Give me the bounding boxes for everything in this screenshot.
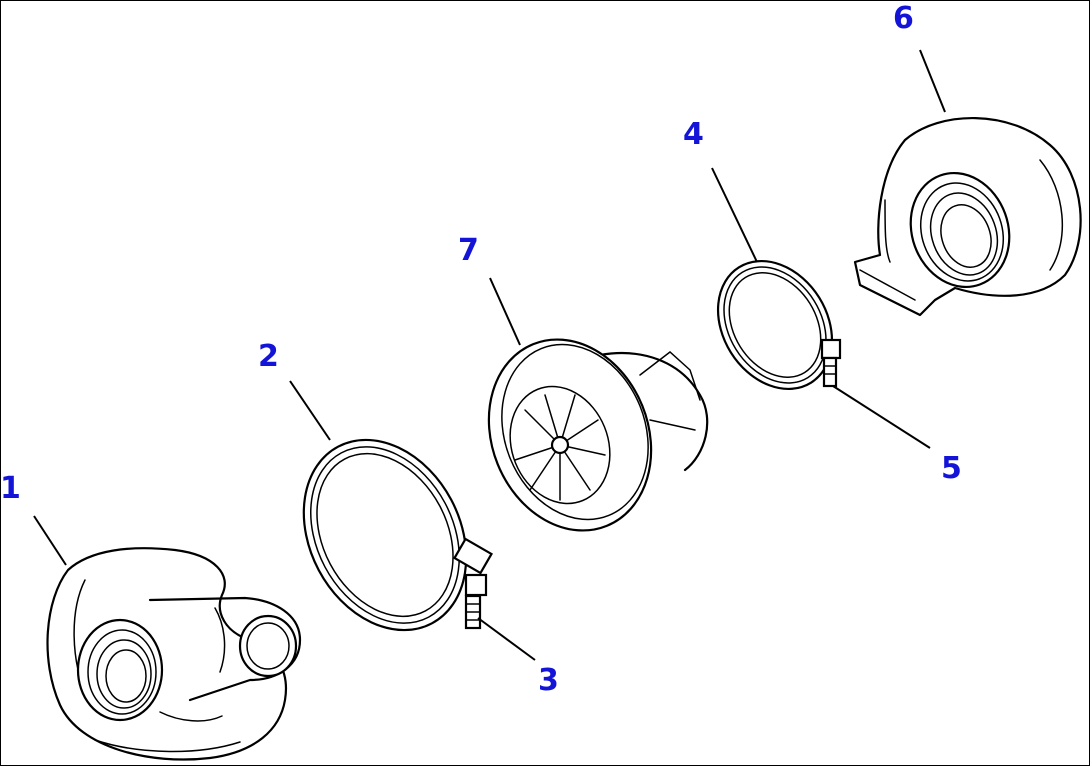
callout-7: 7	[458, 233, 479, 268]
cartridge-assembly	[487, 338, 709, 532]
callout-1: 1	[0, 471, 21, 506]
clamp-bolt-large	[464, 594, 482, 630]
callout-5: 5	[941, 451, 962, 486]
compressor-housing	[46, 547, 302, 761]
callout-4: 4	[683, 117, 704, 152]
v-band-clamp-large	[302, 438, 493, 632]
callout-2: 2	[258, 339, 279, 374]
leader-lines	[33, 49, 946, 661]
v-band-clamp-small	[716, 259, 842, 391]
callout-6: 6	[893, 1, 914, 36]
callout-3: 3	[538, 663, 559, 698]
clamp-bolt-small	[822, 356, 838, 388]
turbine-housing	[853, 117, 1082, 317]
